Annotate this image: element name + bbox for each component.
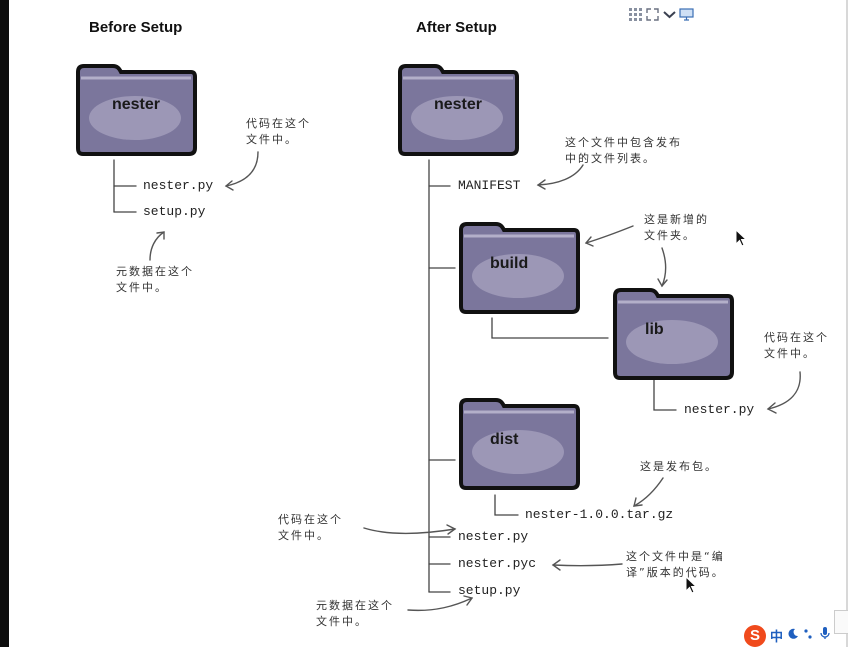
- folder-lib-label: lib: [645, 321, 664, 338]
- note-after-metadata: 元数据在这个 文件中。: [316, 599, 394, 628]
- ime-status-tray[interactable]: S 中: [744, 624, 848, 647]
- folder-dist-label: dist: [490, 431, 519, 448]
- expand-icon[interactable]: [645, 7, 660, 22]
- folder-build-label: build: [490, 255, 529, 272]
- folder-lib: lib: [612, 288, 734, 380]
- heading-after-setup: After Setup: [416, 19, 497, 36]
- window-right-border: [846, 0, 848, 647]
- file-dist-tarball: nester-1.0.0.tar.gz: [525, 507, 674, 522]
- note-compiled: 这个文件中是“编 译”版本的代码。: [626, 550, 725, 579]
- note-before-code: 代码在这个 文件中。: [246, 117, 311, 146]
- note-dist-package: 这是发布包。: [640, 460, 718, 473]
- folder-dist: dist: [458, 398, 580, 490]
- file-lib-nester-py: nester.py: [684, 402, 755, 417]
- file-nester-py-before: nester.py: [143, 178, 214, 193]
- heading-before-setup: Before Setup: [89, 19, 183, 36]
- folder-nester-after-label: nester: [433, 96, 483, 113]
- moon-icon[interactable]: [787, 627, 799, 645]
- file-nester-pyc: nester.pyc: [458, 556, 537, 571]
- file-setup-py-before: setup.py: [143, 204, 206, 219]
- window-left-border: [0, 0, 9, 647]
- file-manifest: MANIFEST: [458, 178, 521, 193]
- folder-nester-after: nester: [397, 64, 519, 156]
- arrow-cursor-icon: [685, 576, 697, 594]
- punctuation-icon[interactable]: [803, 627, 815, 645]
- file-setup-py-after: setup.py: [458, 583, 521, 598]
- arrow-cursor-icon: [735, 229, 747, 247]
- note-manifest: 这个文件中包含发布 中的文件列表。: [565, 136, 682, 165]
- folder-nester-before-label: nester: [111, 96, 161, 113]
- note-before-metadata: 元数据在这个 文件中。: [116, 265, 194, 294]
- monitor-icon[interactable]: [679, 7, 694, 22]
- microphone-icon[interactable]: [819, 626, 831, 645]
- note-new-folder: 这是新增的 文件夹。: [644, 213, 709, 242]
- folder-build: build: [458, 222, 580, 314]
- note-lib-code: 代码在这个 文件中。: [764, 331, 829, 360]
- folder-nester-before: nester: [75, 64, 197, 156]
- note-after-code: 代码在这个 文件中。: [278, 513, 343, 542]
- viewer-toolbar: [628, 5, 694, 23]
- ime-language-toggle[interactable]: 中: [770, 629, 784, 644]
- chevron-down-icon[interactable]: [662, 7, 677, 22]
- sogou-logo-icon[interactable]: S: [744, 624, 766, 647]
- page-corner-widget: [834, 610, 848, 634]
- grid-icon[interactable]: [628, 7, 643, 22]
- file-nester-py-after: nester.py: [458, 529, 529, 544]
